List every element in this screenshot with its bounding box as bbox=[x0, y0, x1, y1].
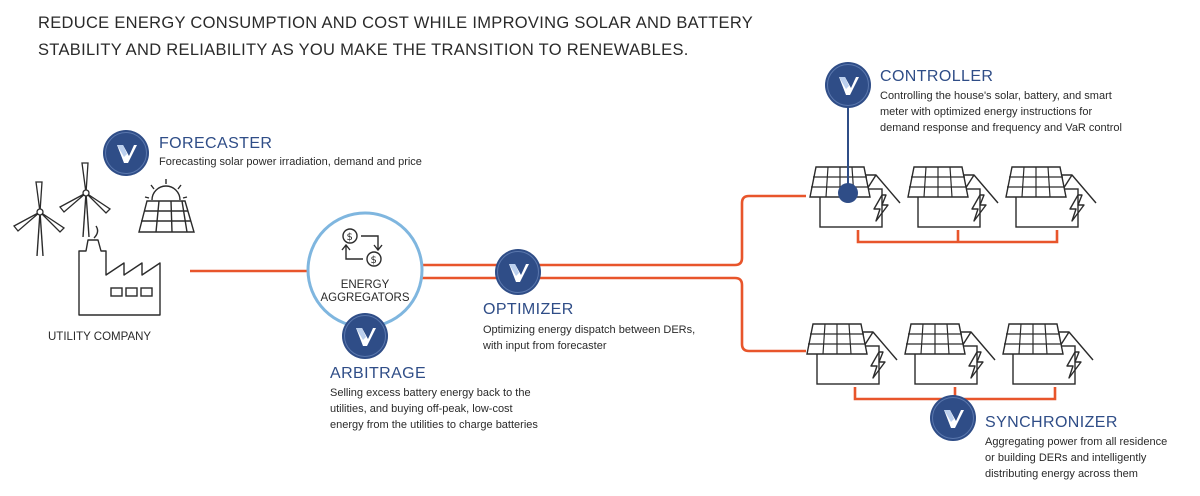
controller-badge-icon bbox=[824, 61, 872, 109]
optimizer-desc-line-1: Optimizing energy dispatch between DERs, bbox=[483, 324, 695, 336]
house-solar-icon bbox=[907, 166, 999, 228]
headline-line-2: STABILITY AND RELIABILITY AS YOU MAKE TH… bbox=[38, 41, 689, 59]
wire-aggregator-to-bottom-houses bbox=[422, 276, 806, 353]
wire-top-houses-bus bbox=[856, 230, 1059, 244]
svg-text:$: $ bbox=[371, 255, 377, 266]
arbitrage-badge-icon bbox=[341, 312, 389, 360]
arbitrage-title: ARBITRAGE bbox=[330, 365, 426, 382]
optimizer-badge-icon bbox=[494, 248, 542, 296]
arbitrage-desc-line-3: energy from the utilities to charge batt… bbox=[330, 419, 538, 431]
synchronizer-desc-line-2: or building DERs and intelligently bbox=[985, 452, 1147, 464]
forecaster-title: FORECASTER bbox=[159, 135, 272, 152]
controller-desc-line-2: meter with optimized energy instructions… bbox=[880, 106, 1092, 118]
controller-title: CONTROLLER bbox=[880, 68, 993, 85]
solar-sun-icon bbox=[138, 179, 195, 233]
arbitrage-desc-line-2: utilities, and buying off-peak, low-cost bbox=[330, 403, 513, 415]
house-solar-icon bbox=[1005, 166, 1097, 228]
house-solar-icon bbox=[904, 323, 996, 385]
aggregator-label-line-1: ENERGY bbox=[341, 279, 390, 291]
wind-turbine-icon bbox=[13, 181, 65, 257]
wind-turbine-icon bbox=[59, 162, 111, 238]
synchronizer-desc-line-1: Aggregating power from all residence bbox=[985, 436, 1167, 448]
house-solar-icon bbox=[806, 323, 898, 385]
house-solar-icon bbox=[1002, 323, 1094, 385]
arbitrage-desc-line-1: Selling excess battery energy back to th… bbox=[330, 387, 531, 399]
svg-text:$: $ bbox=[347, 232, 353, 243]
forecaster-badge-icon bbox=[102, 129, 150, 177]
wire-aggregator-to-top-houses bbox=[422, 194, 806, 267]
aggregator-label-line-2: AGGREGATORS bbox=[320, 292, 409, 304]
optimizer-title: OPTIMIZER bbox=[483, 301, 574, 318]
controller-desc-line-1: Controlling the house's solar, battery, … bbox=[880, 90, 1112, 102]
energy-aggregators-node: $ $ ENERGY AGGREGATORS bbox=[306, 211, 424, 329]
factory-icon bbox=[78, 225, 161, 316]
controller-node-dot bbox=[838, 183, 858, 203]
synchronizer-title: SYNCHRONIZER bbox=[985, 414, 1118, 431]
optimizer-desc-line-2: with input from forecaster bbox=[482, 340, 607, 352]
utility-company-label: UTILITY COMPANY bbox=[48, 331, 151, 343]
forecaster-desc-line-1: Forecasting solar power irradiation, dem… bbox=[159, 156, 422, 168]
controller-desc-line-3: demand response and frequency and VaR co… bbox=[880, 122, 1122, 134]
currency-exchange-icon: $ $ bbox=[341, 228, 383, 267]
headline-line-1: REDUCE ENERGY CONSUMPTION AND COST WHILE… bbox=[38, 14, 754, 32]
headline: REDUCE ENERGY CONSUMPTION AND COST WHILE… bbox=[38, 10, 798, 64]
synchronizer-badge-icon bbox=[929, 394, 977, 442]
synchronizer-desc-line-3: distributing energy across them bbox=[985, 468, 1138, 480]
